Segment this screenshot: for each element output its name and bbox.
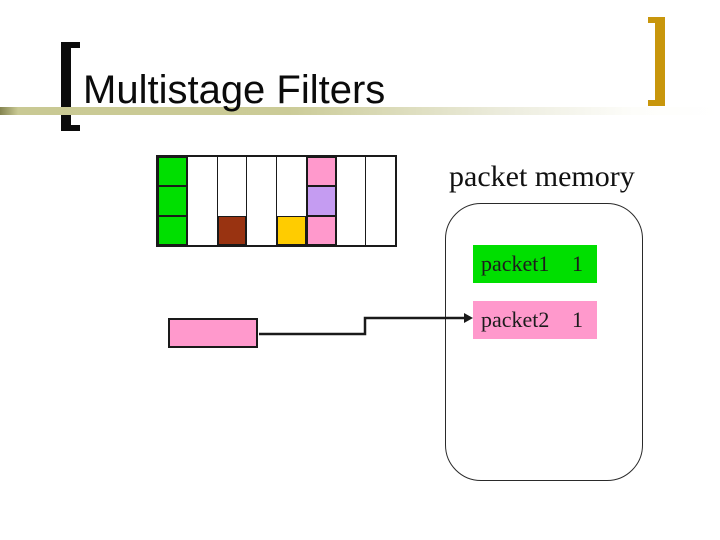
filter-cell-pink xyxy=(306,215,336,245)
incoming-packet-rect xyxy=(168,318,258,348)
filter-column-7 xyxy=(337,157,367,245)
title-bracket-right-decoration xyxy=(648,17,665,106)
filter-cell-purple xyxy=(306,186,336,216)
filter-column-4 xyxy=(247,157,277,245)
packet-entry-packet1: packet1 1 xyxy=(473,245,597,283)
slide-title: Multistage Filters xyxy=(83,68,386,112)
filter-column-1 xyxy=(158,157,188,245)
title-divider-band xyxy=(0,107,720,115)
filter-column-3 xyxy=(217,157,248,245)
filter-column-6 xyxy=(306,157,337,245)
packet-memory-label: packet memory xyxy=(449,160,635,193)
filter-cell-green xyxy=(158,186,187,216)
packet-list: packet1 1 packet2 1 xyxy=(473,245,597,357)
filter-cell-green xyxy=(158,215,187,245)
filter-column-2 xyxy=(188,157,218,245)
filter-cell-brown xyxy=(217,215,247,245)
filter-column-8 xyxy=(366,157,395,245)
filter-cell-yellow xyxy=(277,215,306,245)
packet-name: packet1 xyxy=(481,251,550,276)
packet-count: 1 xyxy=(572,307,583,332)
filter-cell-pink xyxy=(306,157,336,187)
packet-count: 1 xyxy=(572,251,583,276)
filter-cell-green xyxy=(158,157,187,187)
filter-grid xyxy=(156,155,397,247)
title-bracket-left-decoration xyxy=(61,42,80,131)
packet-name: packet2 xyxy=(481,307,550,332)
filter-column-5 xyxy=(277,157,307,245)
packet-entry-packet2: packet2 1 xyxy=(473,301,597,339)
